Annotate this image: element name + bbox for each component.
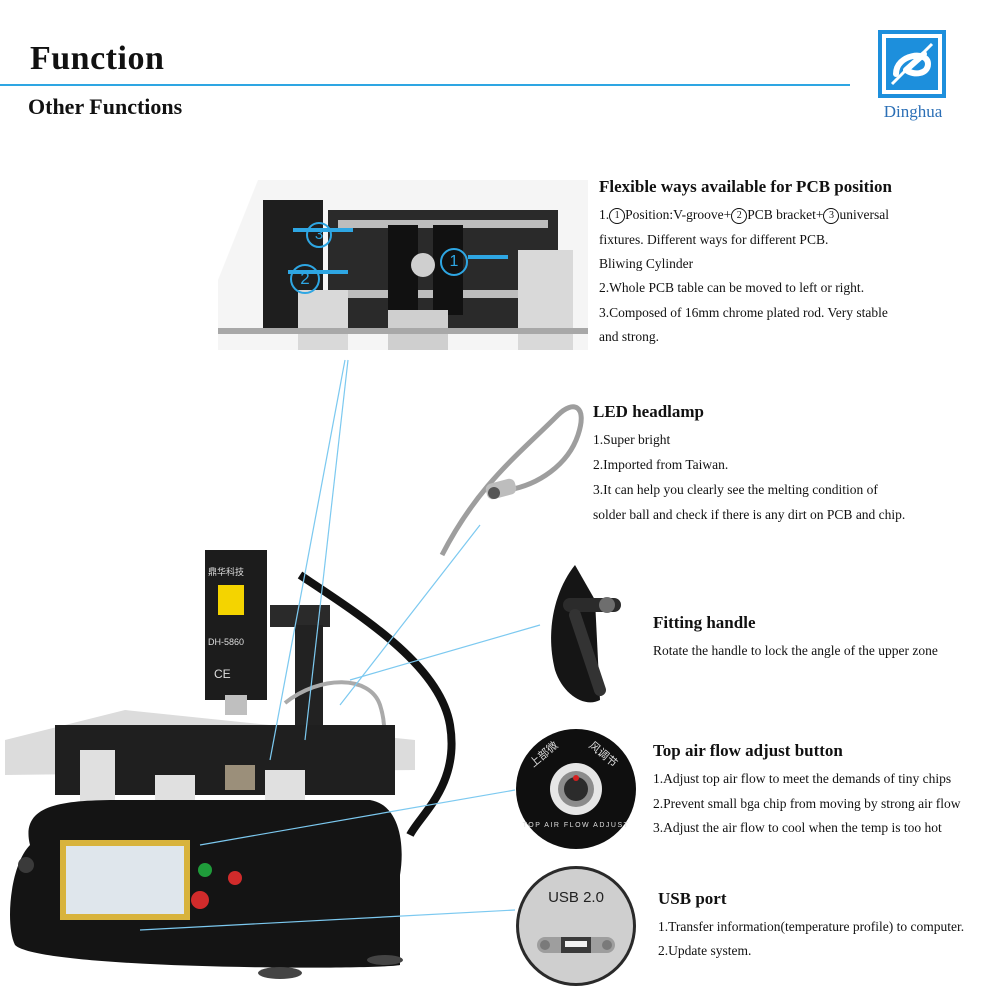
- page-title: Function: [30, 40, 165, 77]
- airflow-line-2: 2.Prevent small bga chip from moving by …: [653, 796, 961, 811]
- pcb-line-1-c: universal: [839, 207, 889, 222]
- pcb-table-photo: 3 2 1: [218, 170, 588, 365]
- airflow-line-3: 3.Adjust the air flow to cool when the t…: [653, 820, 942, 835]
- brand-name: Dinghua: [883, 102, 943, 121]
- pcb-circle-1: 1: [609, 208, 626, 224]
- handle-line-1: Rotate the handle to lock the angle of t…: [653, 643, 938, 658]
- machine-model-label: DH-5860: [208, 637, 245, 647]
- airflow-line-1: 1.Adjust top air flow to meet the demand…: [653, 771, 952, 786]
- led-lamp-photo: [438, 395, 588, 560]
- pcb-line-1-a: Position:V-groove+: [625, 207, 732, 222]
- pcb-line-2: fixtures. Different ways for different P…: [599, 232, 829, 247]
- ce-mark: CE: [214, 667, 231, 681]
- usb-line-1: 1.Transfer information(temperature profi…: [658, 919, 965, 934]
- handle-photo: [545, 560, 635, 710]
- airflow-heading: Top air flow adjust button: [653, 741, 843, 760]
- led-line-4: solder ball and check if there is any di…: [593, 507, 906, 522]
- rework-station-photo: 鼎华科技 DH-5860 CE: [0, 545, 470, 985]
- airflow-dial-photo: 上部微 风调节 TOP AIR FLOW ADJUST: [515, 728, 637, 850]
- pcb-line-5: 3.Composed of 16mm chrome plated rod. Ve…: [599, 305, 888, 320]
- pcb-line-6: and strong.: [599, 329, 659, 344]
- pcb-circle-2: 2: [731, 208, 748, 224]
- callout-2: 2: [290, 264, 320, 294]
- dinghua-logo: [878, 30, 946, 98]
- pcb-heading: Flexible ways available for PCB position: [599, 177, 892, 196]
- led-line-2: 2.Imported from Taiwan.: [593, 457, 729, 472]
- usb-heading: USB port: [658, 889, 727, 908]
- pcb-line-1-prefix: 1.: [599, 207, 610, 222]
- machine-brand-label: 鼎华科技: [208, 568, 245, 578]
- pcb-circle-3: 3: [823, 208, 840, 224]
- page-subtitle: Other Functions: [28, 94, 183, 119]
- led-heading: LED headlamp: [593, 402, 704, 421]
- callout-1: 1: [440, 248, 468, 276]
- usb-port-photo: USB 2.0: [515, 865, 637, 987]
- handle-heading: Fitting handle: [653, 613, 756, 632]
- usb-panel-label: USB 2.0: [548, 889, 604, 906]
- callout-3: 3: [306, 222, 332, 248]
- led-line-3: 3.It can help you clearly see the meltin…: [593, 482, 878, 497]
- pcb-line-4: 2.Whole PCB table can be moved to left o…: [599, 280, 865, 295]
- title-divider: [0, 84, 850, 86]
- usb-line-2: 2.Update system.: [658, 943, 752, 958]
- pcb-line-3: Bliwing Cylinder: [599, 256, 694, 271]
- pcb-line-1-b: PCB bracket+: [747, 207, 824, 222]
- dial-label: TOP AIR FLOW ADJUST: [522, 822, 630, 829]
- led-line-1: 1.Super bright: [593, 432, 671, 447]
